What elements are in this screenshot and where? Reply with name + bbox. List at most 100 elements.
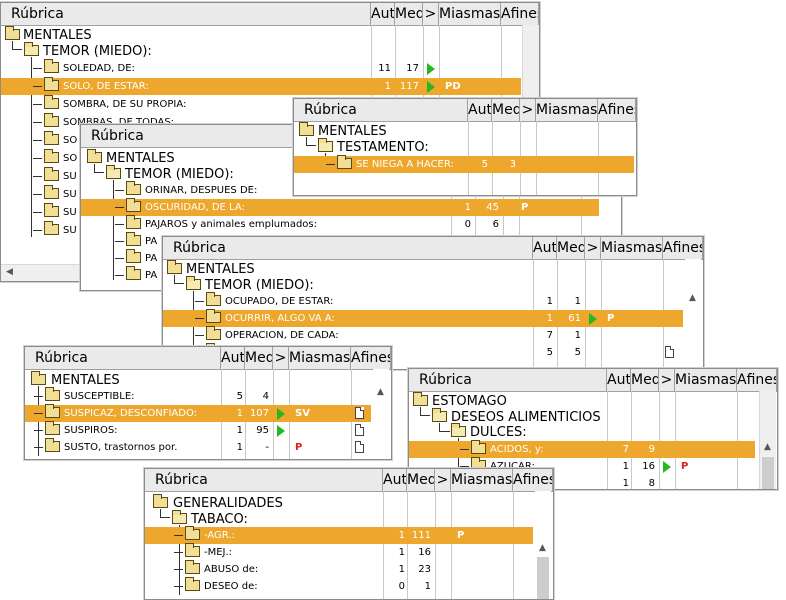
col-aut[interactable]: Aut: [533, 237, 557, 259]
rubric-row[interactable]: SO: [1, 149, 521, 167]
rubric-row[interactable]: SU: [1, 221, 521, 239]
rubric-row[interactable]: SO: [1, 131, 521, 149]
col-rubrica[interactable]: Rúbrica: [1, 3, 371, 25]
col-aut[interactable]: Aut: [221, 347, 245, 369]
rubric-row[interactable]: SU: [1, 185, 521, 203]
document-icon[interactable]: [355, 424, 364, 436]
tree-subcategory[interactable]: TABACO:: [145, 510, 533, 528]
scroll-up-icon[interactable]: ▲: [689, 293, 696, 303]
col-med[interactable]: Med: [245, 347, 273, 369]
col-miasmas[interactable]: Miasmas: [675, 369, 737, 391]
scroll-up-icon[interactable]: ▲: [539, 543, 546, 553]
rubric-row[interactable]: SU: [1, 203, 521, 221]
tree-category[interactable]: MENTALES: [1, 26, 521, 44]
col-gt[interactable]: >: [273, 347, 289, 369]
col-rubrica[interactable]: Rúbrica: [409, 369, 607, 391]
col-rubrica[interactable]: Rúbrica: [25, 347, 221, 369]
tree-subcategory[interactable]: TEMOR (MIEDO):: [1, 42, 521, 60]
expand-arrow-icon[interactable]: [589, 313, 597, 325]
col-aut[interactable]: Aut: [383, 469, 407, 491]
document-icon[interactable]: [665, 346, 674, 358]
col-miasmas[interactable]: Miasmas: [289, 347, 351, 369]
rubric-row[interactable]: SUSTO, trastornos por.1-P: [25, 438, 371, 456]
col-gt[interactable]: >: [423, 3, 439, 25]
expand-arrow-icon[interactable]: [277, 408, 285, 420]
tree-category[interactable]: MENTALES: [25, 371, 371, 389]
scroll-up-icon[interactable]: ▲: [764, 442, 771, 452]
expand-arrow-icon[interactable]: [663, 461, 671, 473]
col-med[interactable]: Med: [395, 3, 423, 25]
col-med[interactable]: Med: [407, 469, 435, 491]
col-rubrica[interactable]: Rúbrica: [163, 237, 533, 259]
col-afines[interactable]: Afines: [501, 3, 539, 25]
col-miasmas[interactable]: Miasmas: [451, 469, 513, 491]
col-gt[interactable]: >: [520, 99, 536, 121]
col-gt[interactable]: >: [659, 369, 675, 391]
vertical-scrollbar[interactable]: ▲: [685, 259, 701, 369]
col-miasmas[interactable]: Miasmas: [439, 3, 501, 25]
tree-category[interactable]: MENTALES: [81, 149, 601, 167]
vertical-scrollbar[interactable]: ▲: [759, 391, 776, 489]
tree-category[interactable]: MENTALES: [294, 122, 634, 140]
col-med[interactable]: Med: [492, 99, 520, 121]
expand-arrow-icon[interactable]: [427, 63, 435, 75]
col-rubrica[interactable]: Rúbrica: [294, 99, 468, 121]
col-miasmas[interactable]: Miasmas: [536, 99, 598, 121]
document-icon[interactable]: [355, 441, 364, 453]
rubric-row[interactable]: ORINAR, DESPUES DE:: [81, 181, 599, 199]
col-med[interactable]: Med: [631, 369, 659, 391]
expand-arrow-icon[interactable]: [277, 425, 285, 437]
col-med[interactable]: Med: [557, 237, 585, 259]
tree-subcategory[interactable]: TESTAMENTO:: [294, 138, 634, 156]
tree-category[interactable]: GENERALIDADES: [145, 494, 533, 512]
col-aut[interactable]: Aut: [607, 369, 631, 391]
scroll-left-icon[interactable]: ◀: [6, 267, 13, 277]
tree-category[interactable]: MENTALES: [163, 260, 683, 278]
col-rubrica[interactable]: Rúbrica: [145, 469, 383, 491]
scroll-thumb[interactable]: [537, 557, 549, 599]
col-miasmas[interactable]: Miasmas: [601, 237, 663, 259]
scroll-thumb[interactable]: [762, 457, 774, 489]
scroll-up-icon[interactable]: ▲: [377, 387, 384, 397]
document-icon[interactable]: [355, 407, 364, 419]
vertical-scrollbar[interactable]: ▲: [373, 369, 389, 459]
tree-subcategory-2[interactable]: DULCES:: [409, 423, 755, 441]
col-afines[interactable]: Afines: [513, 469, 553, 491]
col-afines[interactable]: Afines: [737, 369, 777, 391]
col-gt[interactable]: >: [585, 237, 601, 259]
rubric-row[interactable]: PA: [81, 232, 599, 250]
rubric-row[interactable]: SU: [1, 167, 521, 185]
rubric-row[interactable]: PA: [81, 266, 599, 284]
col-aut[interactable]: Aut: [371, 3, 395, 25]
rubric-row[interactable]: SOMBRAS, DE TODAS:: [1, 113, 521, 131]
col-afines[interactable]: Afines: [598, 99, 636, 121]
tree-subcategory[interactable]: TEMOR (MIEDO):: [81, 165, 601, 183]
col-gt[interactable]: >: [435, 469, 451, 491]
tree-subcategory[interactable]: DESEOS ALIMENTICIOS: [409, 408, 755, 426]
col-aut[interactable]: Aut: [468, 99, 492, 121]
tree-subcategory[interactable]: TEMOR (MIEDO):: [163, 276, 683, 294]
tree-category[interactable]: ESTOMAGO: [409, 392, 755, 410]
rubric-row[interactable]: PA: [81, 249, 599, 267]
expand-arrow-icon[interactable]: [427, 81, 435, 93]
vertical-scrollbar[interactable]: ▲: [535, 491, 551, 599]
col-afines[interactable]: Afines: [351, 347, 391, 369]
horizontal-scrollbar[interactable]: ◀: [1, 264, 81, 281]
rubric-row[interactable]: SOMBRA, DE SU PROPIA:: [1, 95, 521, 113]
